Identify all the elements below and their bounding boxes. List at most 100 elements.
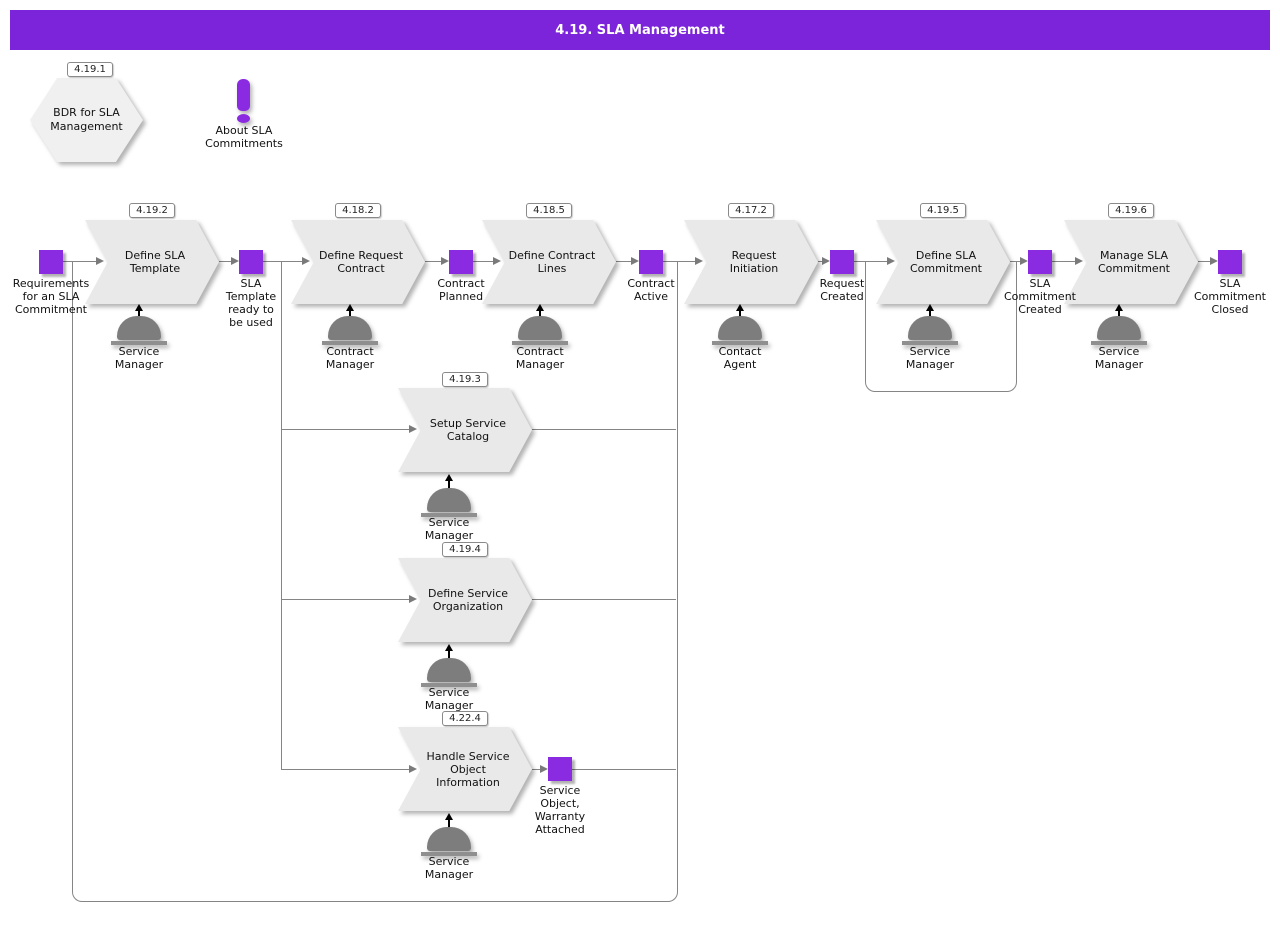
role-arrow-line (929, 310, 931, 317)
role-arrow-line (448, 650, 450, 658)
role-hat-icon (111, 316, 167, 345)
process-badge: 4.22.4 (442, 711, 488, 726)
flow-line (818, 261, 822, 262)
branch-line (282, 599, 409, 600)
role-label: Contact Agent (718, 345, 762, 371)
bdr-label: BDR for SLA Management (50, 106, 123, 133)
milestone-label: Request Created (819, 277, 865, 303)
process-handle-service-object-information[interactable]: Handle Service Object Information (398, 727, 532, 811)
role-arrow-icon (536, 304, 544, 311)
process-badge: 4.17.2 (728, 203, 774, 218)
arrowhead-icon (695, 257, 703, 265)
branch-line (282, 769, 409, 770)
about-note-label: About SLA Commitments (205, 124, 283, 150)
arrowhead-icon (441, 257, 449, 265)
flow-line (425, 261, 441, 262)
arrowhead-icon (231, 257, 239, 265)
role-arrow-icon (445, 644, 453, 651)
flow-line (854, 261, 887, 262)
milestone-label: SLA Template ready to be used (225, 277, 277, 329)
flow-line (1198, 261, 1210, 262)
process-label: Define Contract Lines (508, 249, 596, 275)
role-hat-icon (421, 658, 477, 687)
arrowhead-icon (540, 765, 548, 773)
role-arrow-icon (736, 304, 744, 311)
process-label: Define Service Organization (427, 587, 509, 613)
process-setup-service-catalog[interactable]: Setup Service Catalog (398, 388, 532, 472)
process-label: Manage SLA Commitment (1098, 249, 1170, 275)
role-label: Contract Manager (515, 345, 565, 371)
role-label: Service Manager (114, 345, 164, 371)
role-label: Service Manager (1094, 345, 1144, 371)
process-label: Define SLA Commitment (910, 249, 982, 275)
milestone-label: Service Object, Warranty Attached (534, 784, 586, 836)
process-badge: 4.19.2 (129, 203, 175, 218)
milestone-label: Contract Planned (437, 277, 485, 303)
bdr-badge: 4.19.1 (67, 62, 113, 77)
milestone-contract-active (639, 250, 663, 274)
role-arrow-line (539, 310, 541, 317)
arrowhead-icon (409, 425, 417, 433)
flow-line (473, 261, 493, 262)
process-define-sla-template[interactable]: Define SLA Template (85, 220, 219, 304)
arrowhead-icon (822, 257, 830, 265)
role-label: Service Manager (905, 345, 955, 371)
role-arrow-line (1118, 310, 1120, 317)
role-arrow-icon (135, 304, 143, 311)
flow-line (1052, 261, 1075, 262)
bdr-hexagon[interactable]: BDR for SLA Management (30, 78, 143, 162)
milestone-label: SLA Commitment Closed (1194, 277, 1266, 316)
process-badge: 4.18.5 (526, 203, 572, 218)
process-badge: 4.19.4 (442, 542, 488, 557)
role-arrow-line (138, 310, 140, 317)
role-label: Service Manager (424, 855, 474, 881)
branch-line (282, 429, 409, 430)
role-hat-icon (421, 827, 477, 856)
branch-line (532, 599, 676, 600)
milestone-sla-template-ready (239, 250, 263, 274)
role-hat-icon (1091, 316, 1147, 345)
process-define-service-organization[interactable]: Define Service Organization (398, 558, 532, 642)
connector-branch-vertical (281, 261, 282, 770)
process-badge: 4.19.6 (1108, 203, 1154, 218)
exclamation-dot-icon (237, 114, 250, 123)
role-hat-icon (322, 316, 378, 345)
role-arrow-icon (346, 304, 354, 311)
process-label: Handle Service Object Information (426, 749, 510, 789)
role-label: Contract Manager (325, 345, 375, 371)
process-request-initiation[interactable]: Request Initiation (684, 220, 818, 304)
milestone-requirements-for-an-sla-commitment (39, 250, 63, 274)
about-note-icon[interactable] (237, 79, 250, 123)
process-label: Request Initiation (729, 249, 779, 275)
process-label: Define SLA Template (124, 249, 186, 275)
role-arrow-line (448, 819, 450, 827)
process-badge: 4.19.5 (920, 203, 966, 218)
process-manage-sla-commitment[interactable]: Manage SLA Commitment (1064, 220, 1198, 304)
page-title: 4.19. SLA Management (10, 10, 1270, 50)
arrowhead-icon (409, 595, 417, 603)
arrowhead-icon (887, 257, 895, 265)
role-arrow-icon (445, 474, 453, 481)
process-define-sla-commitment[interactable]: Define SLA Commitment (876, 220, 1010, 304)
milestone-label: Requirements for an SLA Commitment (12, 277, 90, 316)
flow-line (616, 261, 631, 262)
connector-outer-loop (72, 261, 678, 902)
arrowhead-icon (1020, 257, 1028, 265)
role-arrow-icon (445, 813, 453, 820)
process-badge: 4.19.3 (442, 372, 488, 387)
milestone-sla-commitment-closed (1218, 250, 1242, 274)
arrowhead-icon (1210, 257, 1218, 265)
role-arrow-line (448, 480, 450, 488)
flow-line (63, 261, 96, 262)
role-arrow-line (349, 310, 351, 317)
role-hat-icon (512, 316, 568, 345)
milestone-service-object-warranty-attached (548, 757, 572, 781)
role-hat-icon (902, 316, 958, 345)
exclamation-icon (237, 79, 250, 111)
connector-commitment-loop (865, 261, 1017, 392)
process-define-contract-lines[interactable]: Define Contract Lines (482, 220, 616, 304)
flow-line (219, 261, 231, 262)
branch-line (572, 769, 676, 770)
process-define-request-contract[interactable]: Define Request Contract (291, 220, 425, 304)
